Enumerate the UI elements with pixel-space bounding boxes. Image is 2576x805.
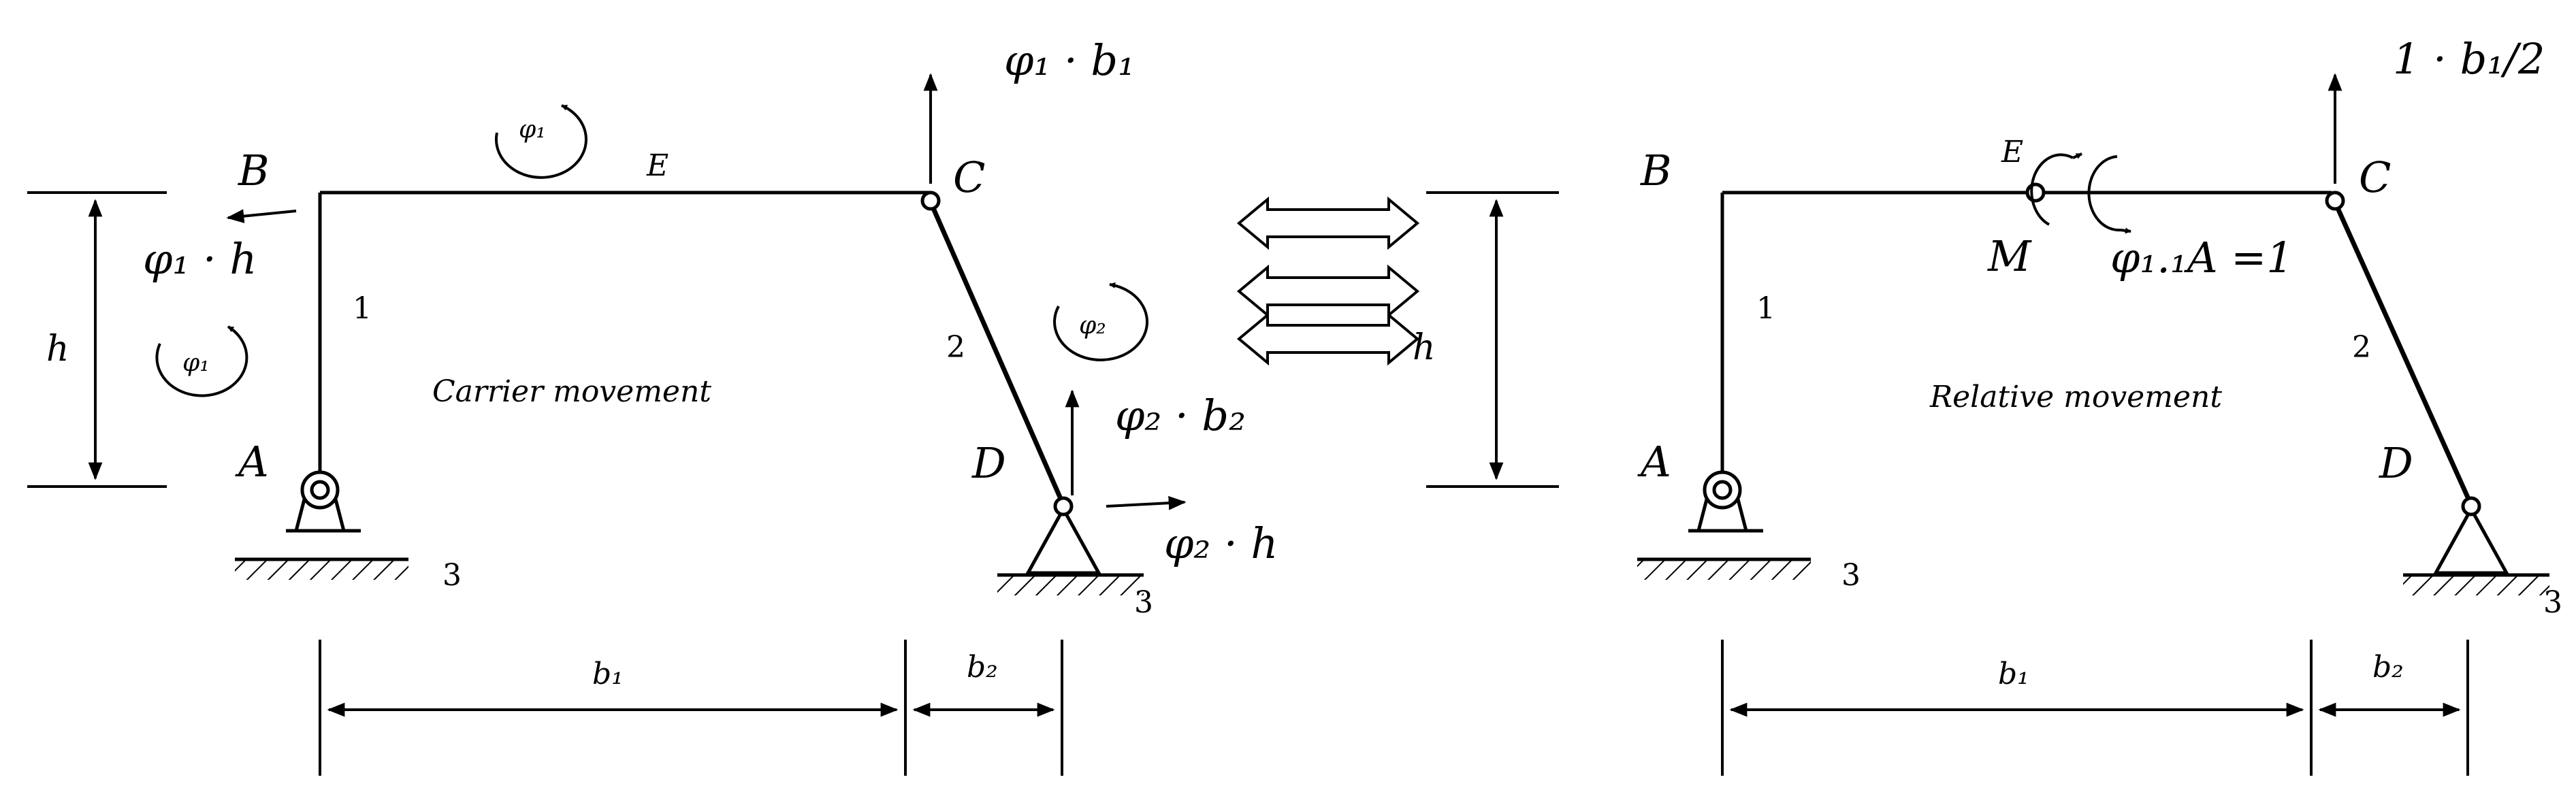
- node-label-D: D: [971, 438, 1006, 488]
- height-dimension-middle: h: [1413, 191, 1559, 488]
- svg-text:b₂: b₂: [2372, 650, 2404, 685]
- rotation-arrow-phi1-column: φ₁: [155, 325, 248, 397]
- caption-carrier-movement: Carrier movement: [432, 374, 711, 409]
- caption-relative-movement: Relative movement: [1929, 380, 2222, 414]
- equivalence-arrows: [1236, 196, 1420, 366]
- member-number-1: 1: [353, 291, 372, 326]
- svg-text:b₁: b₁: [592, 657, 624, 691]
- label-phi1-b1: φ₁ · b₁: [1004, 35, 1135, 85]
- node-label-B-right: B: [1640, 146, 1672, 195]
- support-number-A: 3: [442, 558, 462, 593]
- unit-rotation-arrows: [2030, 152, 2131, 234]
- node-label-M-right: M: [1987, 231, 2032, 281]
- label-phi2-h: φ₂ · h: [1164, 519, 1278, 568]
- displacement-arrow-D-horizontal: [1106, 495, 1187, 510]
- node-label-C: C: [953, 152, 985, 202]
- svg-text:φ₁: φ₁: [182, 349, 210, 377]
- dimension-b1-left: b₁: [319, 640, 907, 776]
- hinge-C: [920, 191, 941, 211]
- label-phi2-b2: φ₂ · b₂: [1115, 391, 1246, 440]
- right-diagram: B E C M A D 1 2 3 3 Relative movement φ₁…: [1637, 34, 2562, 776]
- node-label-A: A: [235, 437, 269, 487]
- support-D-right: [2403, 496, 2549, 595]
- height-label: h: [46, 329, 69, 369]
- dimension-b2-right: b₂: [2318, 640, 2469, 776]
- hinge-C-right: [2325, 191, 2345, 211]
- hinge-E-right: [2025, 182, 2046, 203]
- label-unit-rotation: φ₁.₁A =1: [2110, 233, 2293, 282]
- member-number-2: 2: [946, 330, 965, 365]
- rotation-arrow-phi1-beam: φ₁: [494, 104, 587, 179]
- displacement-arrow-B: [226, 209, 297, 224]
- rotation-arrow-phi2: φ₂: [1053, 282, 1148, 361]
- support-number-D-right: 3: [2543, 585, 2562, 620]
- node-label-B: B: [238, 146, 270, 195]
- svg-text:φ₁: φ₁: [519, 116, 546, 144]
- label-1-b1-half: 1 · b₁/2: [2393, 34, 2545, 84]
- support-A: [235, 470, 408, 580]
- height-dimension-left: h: [27, 191, 167, 488]
- node-label-E: E: [646, 148, 669, 183]
- bar-CD: [928, 201, 1066, 506]
- support-number-D: 3: [1134, 585, 1153, 620]
- member-number-2-right: 2: [2352, 330, 2371, 365]
- bar-CD-right: [2332, 201, 2474, 506]
- node-label-E-right: E: [2001, 135, 2023, 169]
- dimension-b1-right: b₁: [1721, 640, 2313, 776]
- left-diagram: h B E C A D 1 2 3: [27, 35, 1278, 776]
- support-A-right: [1637, 470, 1811, 580]
- member-number-1-right: 1: [1756, 291, 1775, 326]
- dimension-b2-left: b₂: [912, 640, 1063, 776]
- label-phi1-h: φ₁ · h: [143, 234, 257, 284]
- node-label-D-right: D: [2379, 438, 2413, 488]
- svg-text:φ₂: φ₂: [1079, 312, 1106, 340]
- support-number-A-right: 3: [1841, 558, 1861, 593]
- node-label-A-right: A: [1637, 437, 1671, 487]
- svg-text:b₂: b₂: [967, 650, 998, 685]
- node-label-C-right: C: [2359, 152, 2391, 202]
- height-label-middle: h: [1413, 327, 1436, 368]
- support-D: [997, 496, 1144, 595]
- svg-text:b₁: b₁: [1998, 657, 2029, 691]
